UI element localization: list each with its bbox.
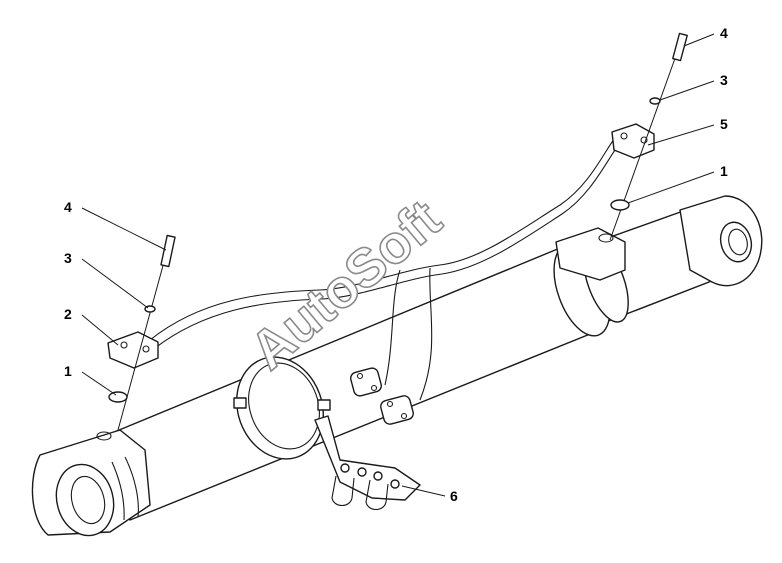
callout-1-left: 1	[64, 363, 72, 379]
bolt-left	[160, 234, 176, 268]
tube-outline-top	[149, 131, 641, 341]
hydraulic-cylinder	[31, 195, 763, 537]
leader-3-right	[659, 80, 715, 101]
callout-3-right: 3	[720, 72, 728, 88]
callout-4-left: 4	[64, 199, 72, 215]
rod-side-port-hole	[598, 233, 614, 243]
callout-1-right: 1	[720, 163, 728, 179]
tube-flange-upper	[350, 367, 382, 397]
leader-lines	[81, 33, 715, 497]
rod-side-port-block	[555, 227, 626, 281]
rod-end-eye	[719, 221, 753, 263]
rod-end-eye-inner	[728, 228, 748, 256]
band-clamp-inner	[248, 362, 320, 450]
cap-side-port-hole	[96, 431, 112, 441]
tube-flange-lower	[380, 395, 414, 425]
right-fitting-assembly	[609, 32, 688, 241]
band-clamp-tab-right	[317, 399, 331, 411]
o-ring-left	[108, 391, 128, 403]
tube-branch-right	[419, 267, 433, 401]
callout-5-right: 5	[720, 116, 728, 132]
hydraulic-tube	[149, 131, 643, 425]
flange-bolt-hole	[356, 372, 364, 380]
callout-labels: 4 3 2 1 4 3 5 1 6	[64, 25, 728, 504]
leader-4-right	[683, 33, 715, 47]
callout-4-right: 4	[720, 25, 728, 41]
mounting-bracket	[314, 415, 421, 501]
clamp-bolt-hole	[120, 341, 128, 349]
u-bolt-right	[365, 479, 389, 511]
leader-6	[401, 485, 446, 497]
band-clamp-tab-left	[233, 397, 247, 409]
callout-2-left: 2	[64, 306, 72, 322]
split-flange-clamp-right	[611, 123, 655, 159]
bracket-nut	[357, 467, 367, 477]
callout-6: 6	[450, 488, 458, 504]
washer-right	[649, 97, 661, 105]
leader-1-right	[627, 171, 715, 204]
left-fitting-assembly	[107, 234, 176, 431]
bracket-nut	[373, 471, 383, 481]
callout-3-left: 3	[64, 250, 72, 266]
cap-end-eye	[55, 463, 115, 537]
clamp-bolt-hole	[620, 132, 628, 140]
flange-bolt-hole	[400, 412, 408, 420]
tube-outline-bottom	[154, 140, 643, 349]
leader-2-left	[81, 314, 119, 346]
leader-3-left	[81, 258, 149, 309]
tube-branch-left	[384, 269, 401, 386]
cap-end-rib	[111, 461, 125, 521]
tube-clamp-bracket	[233, 356, 421, 511]
assembly-axis-left	[117, 239, 171, 431]
bolt-right	[672, 32, 688, 62]
bracket-nut	[390, 479, 400, 489]
clamp-bolt-hole	[640, 136, 648, 144]
leader-1-left	[81, 371, 117, 396]
leader-4-left	[81, 207, 167, 251]
band-clamp-ring	[236, 356, 324, 460]
clamp-bolt-hole	[142, 345, 150, 353]
flange-bolt-hole	[386, 400, 394, 408]
o-ring-right	[610, 199, 630, 211]
leader-5-right	[647, 124, 715, 146]
cap-end-rib-2	[124, 456, 139, 518]
u-bolt-left	[331, 475, 355, 507]
bracket-nut	[340, 463, 350, 473]
flange-bolt-hole	[370, 384, 378, 392]
cap-end-eye-inner	[70, 475, 106, 525]
split-flange-clamp-left	[107, 331, 159, 369]
